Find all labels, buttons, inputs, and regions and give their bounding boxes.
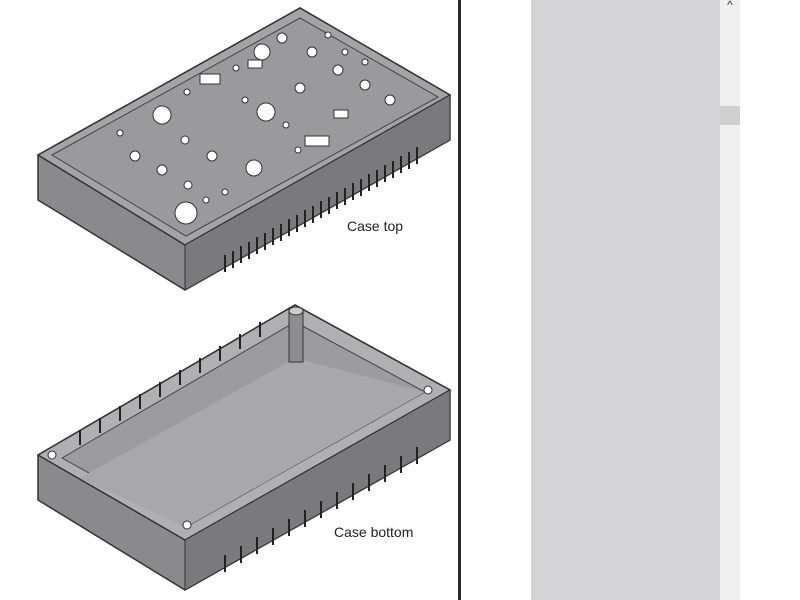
chevron-up-icon[interactable]: ^	[727, 0, 733, 12]
case-top-caption: Case top	[347, 218, 404, 234]
case-bottom-caption: Case bottom	[334, 524, 414, 540]
vertical-scrollbar[interactable]: ^	[720, 0, 740, 600]
scrollbar-thumb[interactable]	[720, 106, 740, 125]
side-panel	[531, 0, 720, 600]
vertical-divider	[458, 0, 461, 600]
document-page: Case top Case bottom	[36, 7, 452, 591]
case-top-illustration	[36, 7, 452, 591]
